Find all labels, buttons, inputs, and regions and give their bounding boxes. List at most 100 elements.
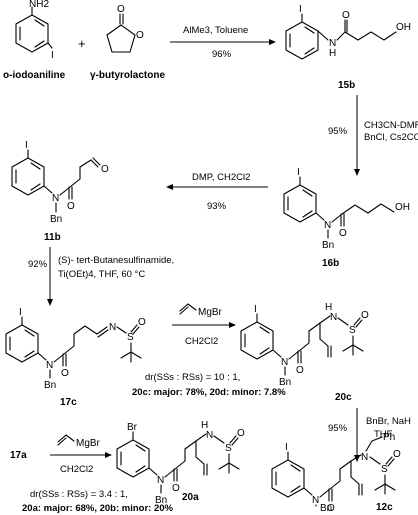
atom-ph-12c: Ph — [383, 432, 395, 443]
atom-o-20a: O — [172, 483, 180, 494]
atom-n2-12c: N — [361, 452, 368, 463]
atom-nh2: NH2 — [29, 0, 49, 10]
atom-iodine-15b: I — [299, 4, 302, 15]
ratio1-line2: 20c: major: 78%, 20d: minor: 7.8% — [132, 387, 286, 398]
step1-reagents: AlMe3, Toluene — [183, 25, 248, 36]
atom-iodine-17c: I — [19, 307, 22, 318]
step7-solvent: CH2Cl2 — [60, 464, 93, 475]
label-20a: 20a — [182, 492, 199, 503]
atom-o-17c: O — [61, 368, 69, 379]
atom-nh-15b: N — [329, 38, 336, 49]
structure-o-iodoaniline: NH2 I — [15, 0, 54, 61]
atom-bn-12c: Bn — [320, 503, 332, 514]
atom-mgbr-1: MgBr — [198, 307, 223, 318]
step3-yield: 93% — [207, 201, 227, 212]
atom-bn-20a: Bn — [155, 495, 167, 506]
atom-ring-o: O — [136, 30, 144, 41]
atom-bn-11b: Bn — [50, 214, 62, 225]
atom-o-15b: O — [342, 10, 350, 21]
atom-n-20a: N — [157, 475, 164, 486]
arrow-step7 — [50, 452, 112, 458]
structure-butyrolactone: O O — [106, 4, 144, 53]
ratio1-line1: dr(SSs : RSs) = 10 : 1, — [145, 372, 240, 383]
structure-17c: I N Bn O N S O — [5, 307, 146, 391]
step2-yield: 95% — [328, 126, 348, 137]
atom-oh-15b: OH — [396, 22, 411, 33]
atom-n-16b: N — [324, 220, 331, 231]
structure-11b: I N Bn O O — [11, 140, 109, 225]
structure-12c: I N Bn O N Ph S O — [271, 432, 401, 514]
atom-br-20a: Br — [127, 422, 138, 433]
arrow-step2 — [354, 95, 360, 176]
atom-iodine-12c: I — [285, 442, 288, 453]
step3-reagents: DMP, CH2Cl2 — [192, 172, 250, 183]
step6-reagents1: BnBr, NaH — [366, 416, 411, 427]
atom-o-12c: O — [327, 503, 335, 514]
label-12c: 12c — [376, 502, 393, 513]
structure-20a: Br N Bn O H N S O — [116, 420, 245, 506]
atom-h-20a: H — [201, 420, 208, 431]
atom-bn-17c: Bn — [44, 380, 56, 391]
label-17c: 17c — [60, 397, 77, 408]
step6-reagents2: THF — [374, 429, 393, 440]
ratio2-line1: dr(SSs : RSs) = 3.4 : 1, — [30, 489, 128, 500]
step4-line1: (S)- tert-Butanesulfinamide, — [58, 255, 174, 266]
step1-yield: 96% — [212, 49, 232, 60]
atom-so-20c: O — [361, 310, 369, 321]
atom-n-12c: N — [312, 495, 319, 506]
atom-mgbr-2: MgBr — [76, 438, 101, 449]
atom-iodine-20c: I — [254, 304, 257, 315]
label-17a: 17a — [10, 450, 27, 461]
vinyl-grignard-2: MgBr — [57, 434, 101, 449]
atom-ald-o-11b: O — [101, 164, 109, 175]
label-15b: 15b — [338, 80, 355, 91]
atom-iodine: I — [51, 50, 54, 61]
atom-iodine-11b: I — [25, 140, 28, 151]
plus-sign: + — [78, 36, 86, 51]
atom-nh-20c: N — [330, 312, 337, 323]
atom-o-11b: O — [67, 201, 75, 212]
step4-line2: Ti(OEt)4, THF, 60 °C — [58, 269, 145, 280]
label-20c: 20c — [335, 392, 352, 403]
arrow-step6 — [354, 408, 360, 462]
atom-imine-n-17c: N — [109, 322, 116, 333]
structure-15b: I N H O OH — [285, 4, 411, 60]
atom-s-20c: S — [349, 325, 356, 336]
atom-s-20a: S — [225, 443, 232, 454]
atom-s-17c: S — [127, 332, 134, 343]
label-11b: 11b — [44, 232, 61, 243]
atom-nh-20a: N — [206, 430, 213, 441]
step6-yield: 95% — [328, 423, 348, 434]
arrow-step5 — [172, 322, 236, 328]
atom-iodine-16b: I — [297, 167, 300, 178]
atom-oh-16b: OH — [395, 202, 410, 213]
atom-carbonyl-o: O — [117, 4, 125, 15]
structure-16b: I N Bn O OH — [283, 167, 410, 251]
step2-reagents1: CH3CN-DMF — [364, 120, 418, 131]
step2-reagents2: BnCl, Cs2CO3 — [364, 132, 418, 143]
atom-bn-16b: Bn — [322, 240, 334, 251]
arrow-step4 — [47, 247, 53, 306]
label-o-iodoaniline: o-iodoaniline — [3, 70, 66, 81]
arrow-step1 — [170, 39, 276, 45]
step5-solvent: CH2Cl2 — [185, 336, 218, 347]
atom-o-16b: O — [339, 228, 347, 239]
atom-s-12c: S — [381, 464, 388, 475]
arrow-step3 — [166, 184, 268, 190]
atom-n-11b: N — [52, 193, 59, 204]
step4-yield: 92% — [28, 259, 48, 270]
atom-o-20c: O — [296, 365, 304, 376]
atom-h-15b: H — [329, 48, 336, 59]
ratio2-line2: 20a: major: 68%, 20b: minor: 20% — [22, 503, 174, 514]
atom-so-17c: O — [138, 317, 146, 328]
atom-so-20a: O — [237, 428, 245, 439]
atom-so-12c: O — [393, 449, 401, 460]
structure-20c: I N Bn O H N S O — [240, 302, 369, 388]
vinyl-grignard-1: MgBr — [179, 303, 223, 318]
label-butyrolactone: γ-butyrolactone — [90, 70, 165, 81]
atom-n-17c: N — [46, 360, 53, 371]
label-16b: 16b — [322, 258, 339, 269]
atom-bn-20c: Bn — [279, 377, 291, 388]
atom-n-20c: N — [281, 357, 288, 368]
